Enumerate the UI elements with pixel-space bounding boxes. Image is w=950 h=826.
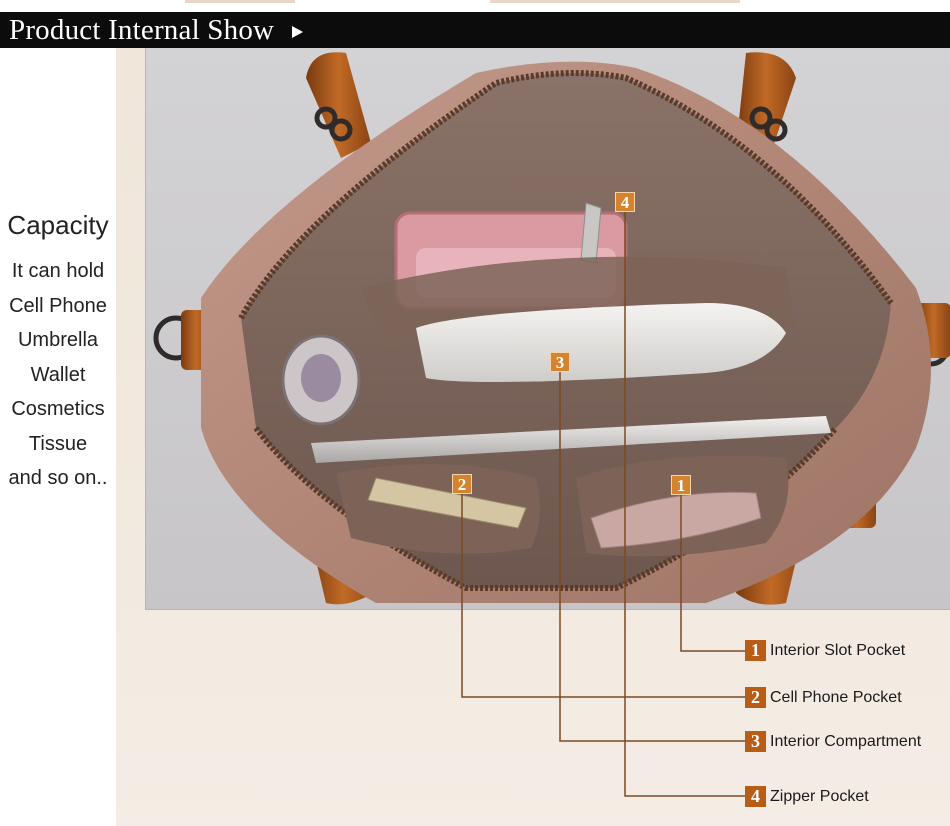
capacity-line: Cosmetics bbox=[11, 398, 105, 420]
top-deco-line bbox=[490, 0, 740, 3]
play-triangle-icon bbox=[292, 26, 303, 38]
legend-badge: 4 bbox=[745, 786, 766, 807]
handbag-illustration bbox=[146, 48, 950, 609]
capacity-line: and so on.. bbox=[8, 467, 108, 489]
capacity-line: Tissue bbox=[28, 432, 88, 455]
legend-label: Zipper Pocket bbox=[770, 788, 869, 805]
top-deco-line bbox=[185, 0, 295, 3]
capacity-line: Umbrella bbox=[17, 329, 99, 351]
marker-1: 1 bbox=[671, 475, 691, 495]
marker-2: 2 bbox=[452, 474, 472, 494]
section-header: Product Internal Show bbox=[0, 12, 950, 48]
top-strip bbox=[0, 0, 950, 12]
legend-badge: 1 bbox=[745, 640, 766, 661]
legend-badge: 2 bbox=[745, 687, 766, 708]
capacity-title: Capacity bbox=[7, 210, 109, 240]
capacity-line: Wallet bbox=[30, 363, 86, 386]
capacity-line: It can hold bbox=[11, 260, 105, 282]
capacity-column: Capacity It can hold Cell Phone Umbrella… bbox=[0, 210, 116, 496]
legend-label: Interior Slot Pocket bbox=[770, 642, 906, 659]
marker-4: 4 bbox=[615, 192, 635, 212]
capacity-line: Cell Phone bbox=[9, 294, 107, 317]
handbag-interior-photo bbox=[145, 48, 950, 610]
marker-3: 3 bbox=[550, 352, 570, 372]
section-title: Product Internal Show bbox=[9, 14, 275, 46]
legend-badge: 3 bbox=[745, 731, 766, 752]
legend-label: Cell Phone Pocket bbox=[770, 689, 902, 706]
legend-label: Interior Compartment bbox=[770, 733, 922, 750]
